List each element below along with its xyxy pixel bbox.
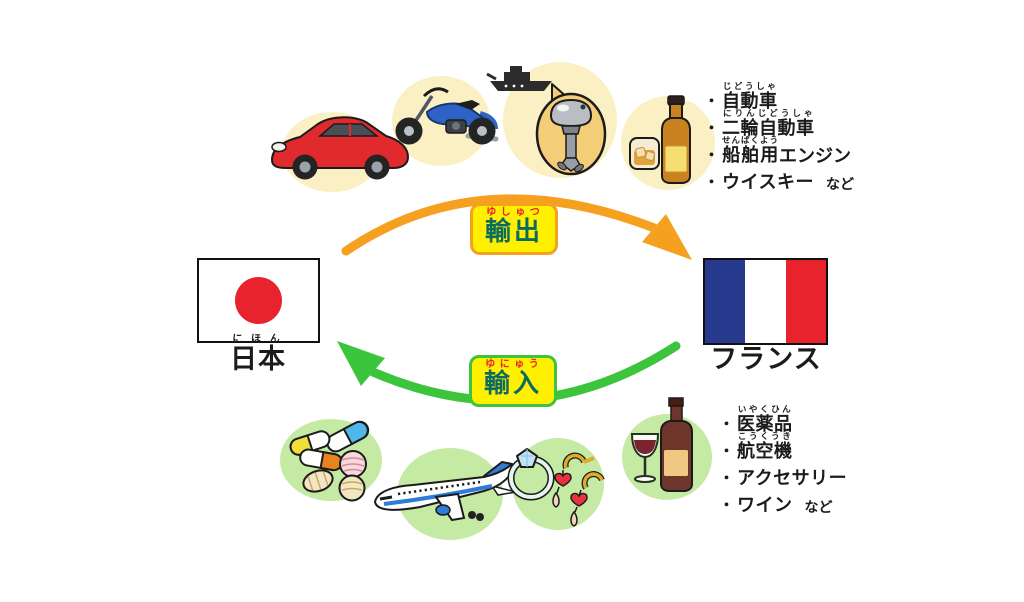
bullet: ・	[704, 174, 720, 191]
import-items-list: ・ 医薬品いやくひん ・ 航空機こうくうき ・ アクセサリー ・ ワイン など	[719, 404, 848, 515]
france-flag-white-stripe	[745, 260, 786, 343]
bullet: ・	[704, 93, 720, 110]
bullet: ・	[719, 497, 735, 514]
bullet: ・	[719, 416, 735, 433]
medicine-pills-icon	[289, 420, 370, 502]
bullet: ・	[719, 443, 735, 460]
export-badge: 輸出ゆしゅつ	[470, 203, 559, 255]
export-items-list: ・ 自動車じどうしゃ ・ 二輪自動車にりんじどうしゃ ・ 船舶用せんぱくよう エ…	[704, 81, 854, 192]
export-item-motorcycle: ・ 二輪自動車にりんじどうしゃ	[704, 108, 815, 138]
boat-icon	[486, 66, 552, 91]
france-flag-blue-stripe	[705, 260, 746, 343]
import-item-accessories: ・ アクセサリー	[719, 468, 848, 488]
outboard-engine-icon	[535, 83, 607, 176]
bullet: ・	[704, 147, 720, 164]
export-item-whisky: ・ ウイスキー など	[704, 172, 854, 192]
export-item-marine-engine: ・ 船舶用せんぱくよう エンジン	[704, 135, 852, 166]
whisky-icon	[629, 95, 691, 184]
import-item-aircraft: ・ 航空機こうくうき	[719, 431, 793, 461]
japan-flag	[197, 258, 320, 343]
export-item-automobile: ・ 自動車じどうしゃ	[704, 81, 778, 111]
france-flag	[703, 258, 828, 345]
france-label: フランス	[710, 344, 822, 374]
import-item-pharmaceuticals: ・ 医薬品いやくひん	[719, 404, 793, 434]
car-icon	[270, 116, 410, 180]
japan-label: 日本にほん	[230, 334, 286, 374]
motorcycle-icon	[395, 87, 499, 145]
bullet: ・	[704, 120, 720, 137]
import-item-wine: ・ ワイン など	[719, 495, 833, 515]
bullet: ・	[719, 470, 735, 487]
japan-flag-circle	[235, 277, 282, 324]
jewelry-icon	[507, 448, 605, 527]
france-flag-red-stripe	[785, 260, 826, 343]
import-badge: 輸入ゆにゅう	[469, 355, 558, 407]
wine-icon	[630, 397, 693, 492]
export-arrow	[341, 194, 692, 260]
